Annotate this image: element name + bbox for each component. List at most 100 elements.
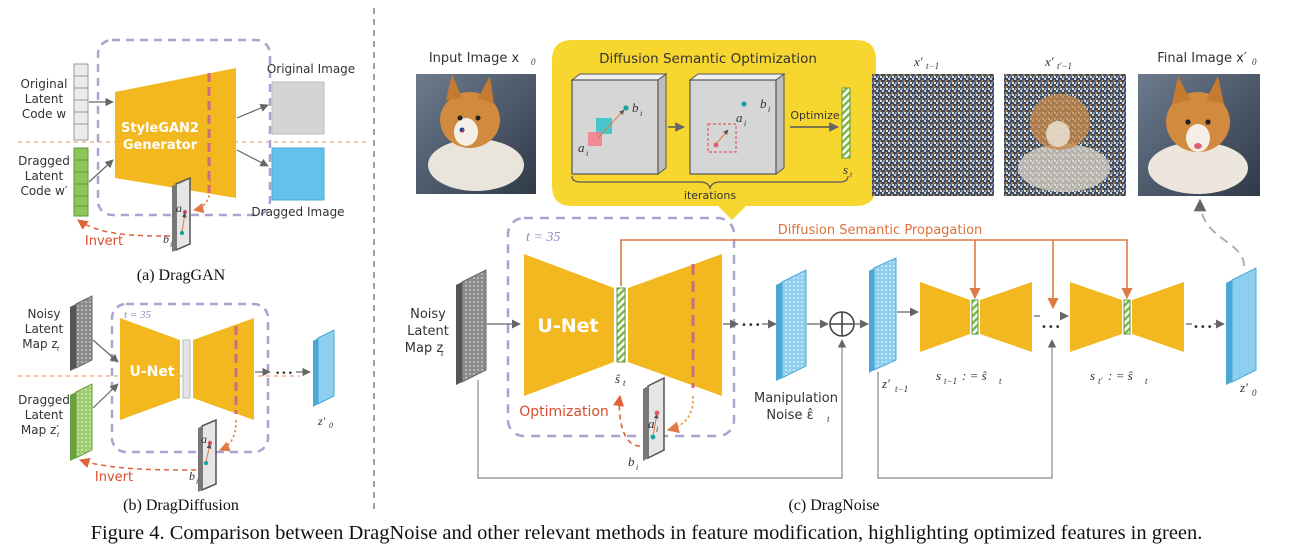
- optimized-feature-st: [841, 87, 851, 159]
- z0-label: z′: [1239, 380, 1248, 395]
- sum-node: [829, 311, 855, 337]
- ellipsis-c-2: •••: [1041, 322, 1062, 333]
- dragged-latent-code: [73, 147, 89, 217]
- card-b-sub-c: i: [636, 463, 638, 472]
- invert-label: Invert: [85, 234, 123, 249]
- dragged-latent-map-b: [70, 383, 93, 461]
- input-image-sub: 0: [531, 57, 536, 67]
- dragnoise-comparison-figure: Original Latent Code w Dragged Latent Co…: [18, 8, 1260, 514]
- bottleneck-feature-b: [182, 339, 191, 399]
- timestep-label-c: t = 35: [526, 230, 560, 245]
- noisy-label-b-2: Latent: [25, 322, 64, 336]
- arrow-noisy-to-unet-b: [92, 339, 119, 363]
- dso-bubble: Diffusion Semantic Optimization b i a i: [552, 40, 876, 220]
- dragged-sub-b: t: [57, 430, 60, 439]
- feature-to-card-arrow-b: [219, 419, 237, 452]
- x-t1-label: x′: [913, 54, 923, 69]
- x-tp1-sub: t′−1: [1057, 61, 1072, 71]
- timestep-label-b: t = 35: [124, 309, 151, 321]
- s-tp-sub: t′: [1098, 376, 1104, 386]
- point-a-label: a: [176, 201, 182, 215]
- original-latent-code: [73, 63, 89, 141]
- original-latent-label-1: Original: [21, 77, 68, 91]
- noisy-label-b-1: Noisy: [27, 307, 60, 321]
- dragged-image-label: Dragged Image: [251, 205, 344, 219]
- unet3-feature: [1123, 299, 1131, 335]
- unet-encoder-c: [524, 254, 614, 396]
- card-a-sub-c: i: [656, 425, 658, 434]
- optimize-label: Optimize: [790, 109, 840, 122]
- s-t1-label: s: [936, 368, 941, 383]
- dragged-latent-label-1: Dragged: [18, 154, 70, 168]
- propagation-line: [620, 239, 1133, 300]
- noise-image-tp1: [1004, 74, 1126, 196]
- iterations-label: iterations: [684, 189, 736, 202]
- s-t1-eq-sub: t: [999, 376, 1002, 386]
- dso-feature-map-1: b i a i: [570, 73, 668, 175]
- invert-arrow-b: [79, 458, 197, 471]
- optimization-arrow: [613, 394, 641, 447]
- point-a-sub: i: [183, 209, 185, 218]
- noisy-latent-map-b: [70, 295, 93, 371]
- figure-caption: Figure 4. Comparison between DragNoise a…: [90, 522, 1203, 544]
- invert-label-b: Invert: [95, 470, 133, 485]
- dso-b-sub-2: i: [768, 105, 770, 114]
- propagation-label: Diffusion Semantic Propagation: [778, 223, 983, 238]
- unet2-feature: [971, 299, 979, 335]
- card-a-label-c: a: [648, 416, 655, 431]
- panel-c-caption: (c) DragNoise: [788, 497, 879, 514]
- st-sub-dso: t: [850, 170, 853, 179]
- z-t1-sub: t−1: [895, 384, 908, 394]
- output-sub-b: 0: [329, 421, 333, 430]
- s-hat-sub: t: [623, 378, 626, 388]
- generator-label-1: StyleGAN2: [121, 121, 199, 136]
- point-b-sub-b: i: [196, 477, 198, 486]
- dso-b-label-2: b: [760, 96, 767, 111]
- final-image-label: Final Image x′: [1157, 51, 1247, 66]
- unet2-decoder: [980, 282, 1032, 352]
- invert-arrow: [77, 219, 171, 237]
- output-latent-b: [313, 329, 335, 407]
- dragged-latent-label-3: Code w′: [20, 184, 67, 198]
- skip-connection-c2: [877, 339, 1057, 479]
- s-t1-sub: t−1: [944, 376, 957, 386]
- final-image-sub: 0: [1252, 57, 1257, 67]
- st-label-dso: s: [843, 162, 848, 177]
- dso-b-sub-1: i: [640, 109, 642, 118]
- noisy-label-c-3: Map z: [405, 341, 444, 356]
- s-tp-eq-sub: t: [1145, 376, 1148, 386]
- dragged-label-b-3: Map z′: [21, 423, 59, 437]
- dragged-label-b-2: Latent: [25, 408, 64, 422]
- noisy-sub-c: t: [441, 348, 444, 358]
- input-image-label: Input Image x: [429, 51, 520, 66]
- skip-connection-c: [477, 339, 847, 479]
- dso-feature-map-2: b i a i: [688, 73, 786, 175]
- dragged-label-b-1: Dragged: [18, 393, 70, 407]
- noisy-label-c-2: Latent: [407, 324, 449, 339]
- ellipsis-c-1: •••: [741, 320, 762, 331]
- dso-title: Diffusion Semantic Optimization: [599, 51, 817, 67]
- point-b-sub: i: [170, 240, 172, 249]
- arrow-to-dragged-image: [236, 149, 269, 167]
- z0-sub: 0: [1252, 388, 1257, 398]
- panel-b-caption: (b) DragDiffusion: [123, 497, 239, 514]
- dragdiffusion-feature-card: a i b i: [189, 418, 217, 492]
- panel-a-caption: (a) DragGAN: [137, 267, 226, 284]
- panel-draggan: Original Latent Code w Dragged Latent Co…: [18, 38, 368, 284]
- point-a-sub-b: i: [208, 440, 210, 449]
- unet-label-c: U-Net: [537, 315, 598, 337]
- point-a-label-b: a: [201, 432, 207, 446]
- unet-encoder-b: [120, 318, 180, 420]
- dso-a-label-2: a: [736, 110, 743, 125]
- feature-to-card-arrow-c: [666, 395, 694, 434]
- ellipsis-c-3: •••: [1193, 322, 1214, 333]
- point-b-label: b: [163, 232, 169, 246]
- final-latent-z0: [1226, 267, 1257, 385]
- feature-to-card-arrow: [192, 179, 212, 214]
- noise-image-t1: [872, 74, 994, 196]
- draggan-feature-card: a i b i: [163, 176, 191, 252]
- unet3-encoder: [1070, 282, 1122, 352]
- panel-dragdiffusion: t = 35 Noisy Latent Map z t Dragged Late…: [18, 295, 335, 514]
- optimization-label: Optimization: [519, 404, 609, 420]
- iterations-brace: [571, 175, 849, 190]
